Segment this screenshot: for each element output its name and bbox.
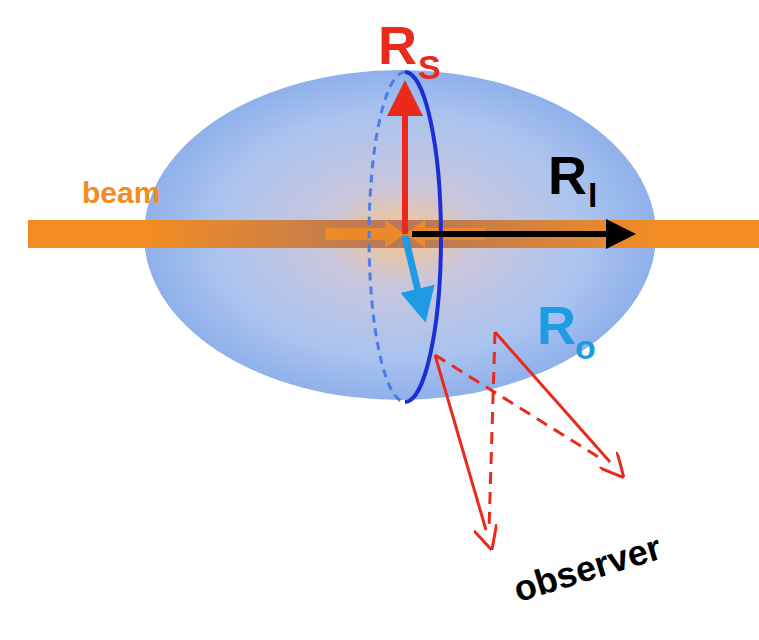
observer-label: observer — [509, 529, 665, 608]
radius-symbol: R — [548, 148, 587, 202]
radius-subscript: o — [575, 330, 596, 364]
radius-subscript: l — [588, 178, 597, 212]
radius-subscript: S — [418, 50, 441, 84]
beam-label: beam — [82, 178, 160, 208]
radius-symbol: R — [537, 298, 576, 352]
radius-symbol: R — [378, 18, 417, 72]
